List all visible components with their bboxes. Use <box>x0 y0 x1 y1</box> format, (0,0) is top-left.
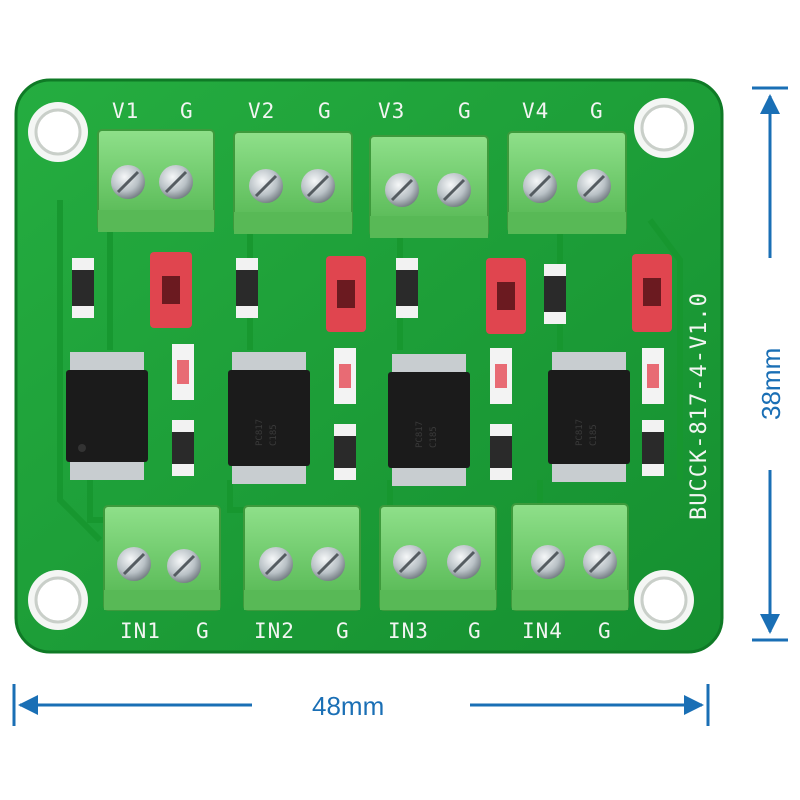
terminal-block-v2 <box>233 131 353 234</box>
resistor <box>544 264 566 324</box>
leds <box>172 344 664 404</box>
mounting-hole-top-left <box>28 102 88 162</box>
optocoupler-chips: PC817 C185 PC817 C185 PC817 C185 <box>66 352 630 486</box>
optocoupler-chip-4: PC817 C185 <box>548 352 630 482</box>
bottom-label: IN1 <box>120 619 161 643</box>
bottom-label: G <box>196 619 210 643</box>
smd-resistors-lower <box>172 420 664 480</box>
board-model-label: BUCCK-817-4-V1.0 <box>687 292 712 520</box>
mounting-holes <box>28 98 694 630</box>
arrow-down-icon <box>760 614 780 634</box>
mounting-hole-bottom-left <box>28 570 88 630</box>
resistor <box>334 424 356 480</box>
bottom-label: IN3 <box>388 619 429 643</box>
top-label: G <box>590 99 604 123</box>
top-label: V3 <box>378 99 405 123</box>
bottom-label: G <box>598 619 612 643</box>
top-label: G <box>458 99 472 123</box>
top-label: V2 <box>248 99 275 123</box>
arrow-up-icon <box>760 94 780 114</box>
resistor <box>396 258 418 318</box>
led <box>490 348 512 404</box>
led <box>334 348 356 404</box>
chip-marking: C185 <box>589 424 599 446</box>
terminal-block-v4 <box>507 131 627 234</box>
smd-resistors <box>72 258 566 324</box>
led <box>172 344 194 400</box>
width-label: 48mm <box>312 691 384 721</box>
height-dimension: 38mm <box>752 86 788 642</box>
width-dimension: 48mm <box>12 684 710 726</box>
top-label: G <box>180 99 194 123</box>
chip-marking: C185 <box>429 426 439 448</box>
bottom-terminal-blocks <box>103 503 629 611</box>
top-label: G <box>318 99 332 123</box>
terminal-block-in1 <box>103 505 221 611</box>
chip-marking: C185 <box>269 424 279 446</box>
jumper <box>326 256 366 332</box>
top-label: V1 <box>112 99 139 123</box>
terminal-block-in2 <box>243 505 361 611</box>
arrow-left-icon <box>18 695 38 715</box>
terminal-block-v3 <box>369 135 489 238</box>
bottom-label: IN2 <box>254 619 295 643</box>
resistor <box>72 258 94 318</box>
jumper <box>150 252 192 328</box>
optocoupler-chip-3: PC817 C185 <box>388 354 470 486</box>
led <box>642 348 664 404</box>
bottom-label: G <box>336 619 350 643</box>
mounting-hole-bottom-right <box>634 570 694 630</box>
bottom-label: G <box>468 619 482 643</box>
bottom-labels: IN1 G IN2 G IN3 G IN4 G <box>120 619 612 643</box>
top-labels: V1 G V2 G V3 G V4 G <box>112 99 604 123</box>
terminal-block-in4 <box>511 503 629 611</box>
jumper <box>486 258 526 334</box>
resistor <box>236 258 258 318</box>
terminal-block-in3 <box>379 505 497 611</box>
resistor <box>490 424 512 480</box>
optocoupler-chip-2: PC817 C185 <box>228 352 310 484</box>
optocoupler-chip-1 <box>66 352 148 480</box>
arrow-right-icon <box>684 695 704 715</box>
height-label: 38mm <box>756 348 786 420</box>
mounting-hole-top-right <box>634 98 694 158</box>
resistor <box>642 420 664 476</box>
chip-marking: PC817 <box>575 419 585 446</box>
resistor <box>172 420 194 476</box>
terminal-block-v1 <box>97 129 215 232</box>
chip-marking: PC817 <box>415 421 425 448</box>
jumpers <box>150 252 672 334</box>
top-label: V4 <box>522 99 549 123</box>
jumper <box>632 254 672 332</box>
bottom-label: IN4 <box>522 619 563 643</box>
top-terminal-blocks <box>97 129 627 238</box>
chip-marking: PC817 <box>255 419 265 446</box>
